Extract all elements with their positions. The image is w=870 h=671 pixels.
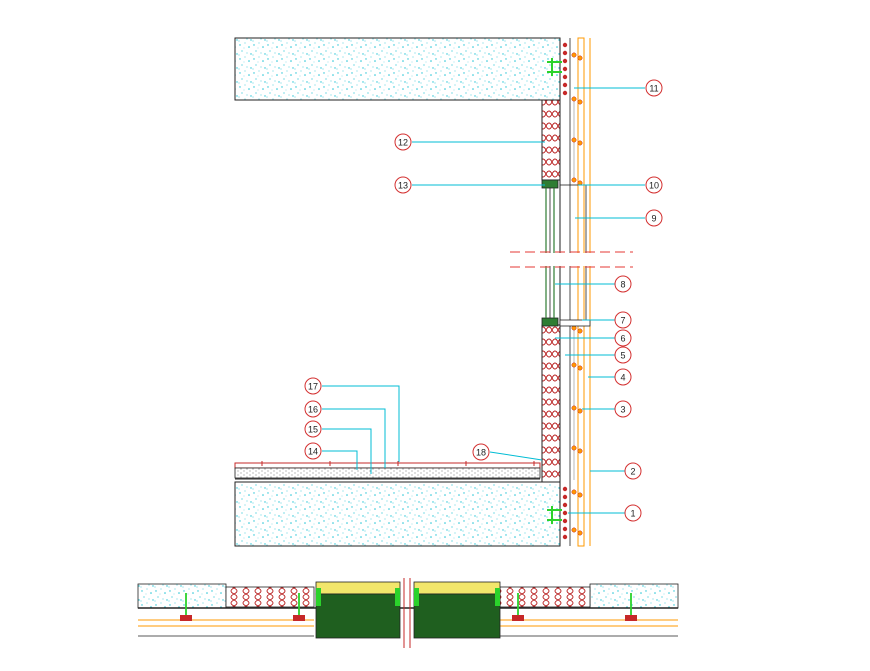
callout-18: 18 [472, 443, 490, 461]
callout-label: 9 [651, 214, 656, 224]
callout-2: 2 [624, 462, 642, 480]
upper-concrete-slab [234, 37, 561, 101]
callout-label: 7 [620, 316, 625, 326]
slab-edge-fixings-upper [562, 42, 568, 96]
plan-left-concrete [137, 583, 227, 609]
floor-tile-joints [261, 461, 535, 466]
callout-label: 1 [630, 509, 635, 519]
expansion-anchor-icon [571, 52, 583, 536]
callout-label: 18 [476, 448, 486, 458]
break-gap [536, 253, 596, 266]
plan-right-concrete [589, 583, 679, 609]
callout-label: 8 [620, 280, 625, 290]
floor-finish [234, 462, 541, 469]
callout-label: 13 [398, 181, 408, 191]
callout-6: 6 [614, 329, 632, 347]
plan-detail [137, 578, 679, 648]
plan-break-line [403, 578, 411, 648]
callout-16: 16 [304, 400, 322, 418]
window-head-frame [541, 179, 559, 189]
plan-brackets [185, 593, 632, 615]
callout-11: 11 [645, 79, 663, 97]
callout-label: 17 [308, 382, 318, 392]
plan-left-insulation [225, 586, 315, 608]
leader-15 [322, 428, 372, 474]
plan-right-glazing-panel [413, 593, 501, 639]
bracket-icon [547, 58, 562, 524]
window-sill-frame [541, 317, 559, 327]
callout-17: 17 [304, 377, 322, 395]
slab-edge-fixings-lower [562, 486, 568, 540]
callout-14: 14 [304, 442, 322, 460]
leader-lines [322, 87, 645, 514]
callout-13: 13 [394, 176, 412, 194]
leader-18 [489, 451, 543, 461]
callout-label: 4 [620, 373, 625, 383]
callout-bubbles: 1 2 3 4 5 6 7 8 9 10 11 12 13 14 15 16 1… [304, 79, 663, 522]
callout-label: 10 [649, 181, 659, 191]
callout-label: 14 [308, 447, 318, 457]
callout-label: 5 [620, 351, 625, 361]
leader-16 [322, 408, 386, 468]
callout-label: 6 [620, 334, 625, 344]
floor-screed [234, 467, 541, 479]
leader-17 [322, 385, 400, 462]
plan-gaskets [316, 588, 500, 606]
callout-7: 7 [614, 311, 632, 329]
callout-4: 4 [614, 368, 632, 386]
callout-9: 9 [645, 209, 663, 227]
callout-label: 15 [308, 425, 318, 435]
sill-cap [559, 319, 591, 327]
plan-left-glazing-frame [315, 581, 401, 595]
plan-right-insulation [499, 586, 591, 608]
plan-left-glazing-panel [315, 593, 401, 639]
upper-infill-insulation [541, 99, 561, 181]
callout-3: 3 [614, 400, 632, 418]
wall-section [234, 37, 633, 547]
plan-right-glazing-frame [413, 581, 501, 595]
callout-8: 8 [614, 275, 632, 293]
callout-label: 12 [398, 138, 408, 148]
callout-label: 2 [630, 467, 635, 477]
callout-12: 12 [394, 133, 412, 151]
callout-15: 15 [304, 420, 322, 438]
callout-label: 11 [649, 84, 658, 94]
callout-5: 5 [614, 346, 632, 364]
plan-anchors [180, 615, 637, 621]
lower-infill-insulation [541, 324, 561, 483]
ventilated-cladding [577, 37, 591, 547]
callout-1: 1 [624, 504, 642, 522]
break-line [510, 251, 633, 268]
callout-label: 3 [620, 405, 625, 415]
callout-10: 10 [645, 176, 663, 194]
lower-concrete-slab [234, 481, 561, 547]
callout-label: 16 [308, 405, 318, 415]
leader-14 [322, 450, 358, 470]
